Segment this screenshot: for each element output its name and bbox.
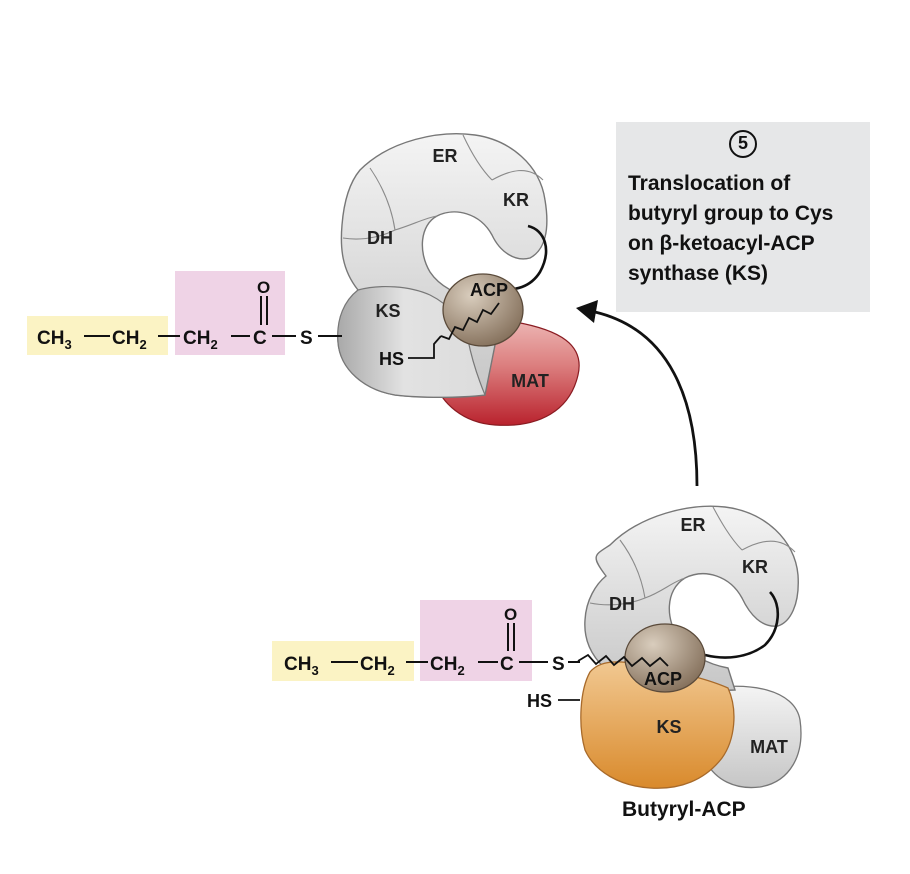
svg-text:CH2: CH2 <box>360 654 395 678</box>
svg-text:CH2: CH2 <box>430 654 465 678</box>
bottom-sulfur: S <box>552 654 565 675</box>
bottom-ch3: CH <box>284 654 311 675</box>
bottom-domain-boundaries <box>589 506 796 606</box>
top-ks-label: KS <box>375 301 400 321</box>
bottom-oxygen: O <box>504 605 517 624</box>
bottom-ch3-subscript: 3 <box>311 663 318 678</box>
translocation-arrow <box>576 300 699 487</box>
top-oxygen: O <box>257 278 270 297</box>
svg-text:CH3: CH3 <box>37 328 72 352</box>
top-er-label: ER <box>432 146 457 166</box>
butyryl-acp-caption: Butyryl-ACP <box>622 798 746 821</box>
top-ch2b-subscript: 2 <box>210 337 217 352</box>
svg-text:CH2: CH2 <box>112 328 147 352</box>
step-callout-box: 5 Translocation of butyryl group to Cys … <box>616 122 870 312</box>
bottom-phosphopantetheine-arm <box>577 653 669 668</box>
top-ch3-subscript: 3 <box>64 337 71 352</box>
top-kr-label: KR <box>503 190 529 210</box>
top-ch2b: CH <box>183 328 210 349</box>
bottom-dh-label: DH <box>609 594 635 614</box>
top-acp-label: ACP <box>470 280 508 300</box>
bottom-ch2b: CH <box>430 654 457 675</box>
top-enzyme-complex: ER KR DH KS ACP MAT HS <box>337 133 580 426</box>
step-number-badge: 5 <box>729 130 757 158</box>
top-sulfur: S <box>300 328 313 349</box>
step-description-line-2: butyryl group to Cys <box>628 202 834 225</box>
bottom-acp-label: ACP <box>644 669 682 689</box>
top-ch3: CH <box>37 328 64 349</box>
bottom-ks-label: KS <box>656 717 681 737</box>
bottom-er-label: ER <box>680 515 705 535</box>
top-hs-bond <box>408 335 442 359</box>
bottom-enzyme-complex: ER KR DH ACP KS MAT HS <box>527 505 802 789</box>
step-description-line-1: Translocation of <box>628 172 791 195</box>
bottom-kr-label: KR <box>742 557 768 577</box>
top-dh-label: DH <box>367 228 393 248</box>
top-ch2a-subscript: 2 <box>139 337 146 352</box>
svg-text:CH2: CH2 <box>183 328 218 352</box>
top-domain-boundaries <box>342 134 544 240</box>
step-description-line-3: on β-ketoacyl-ACP <box>628 232 815 255</box>
top-mat-label: MAT <box>511 371 549 391</box>
bottom-butyryl-chain: CH3 CH2 CH2 C O S <box>272 600 580 681</box>
bottom-carbon: C <box>500 654 514 675</box>
bottom-ch2a: CH <box>360 654 387 675</box>
top-phosphopantetheine-arm <box>440 302 500 341</box>
top-ch2a: CH <box>112 328 139 349</box>
top-butyryl-chain: CH3 CH2 CH2 C O S <box>27 271 342 355</box>
bottom-ch2a-subscript: 2 <box>387 663 394 678</box>
bottom-hs-label: HS <box>527 691 552 711</box>
bottom-ch2b-subscript: 2 <box>457 663 464 678</box>
svg-text:CH3: CH3 <box>284 654 319 678</box>
top-hs-label: HS <box>379 349 404 369</box>
bottom-mat-label: MAT <box>750 737 788 757</box>
step-description-line-4: synthase (KS) <box>628 262 769 285</box>
top-carbon: C <box>253 328 267 349</box>
bottom-kr-tether <box>704 591 779 659</box>
